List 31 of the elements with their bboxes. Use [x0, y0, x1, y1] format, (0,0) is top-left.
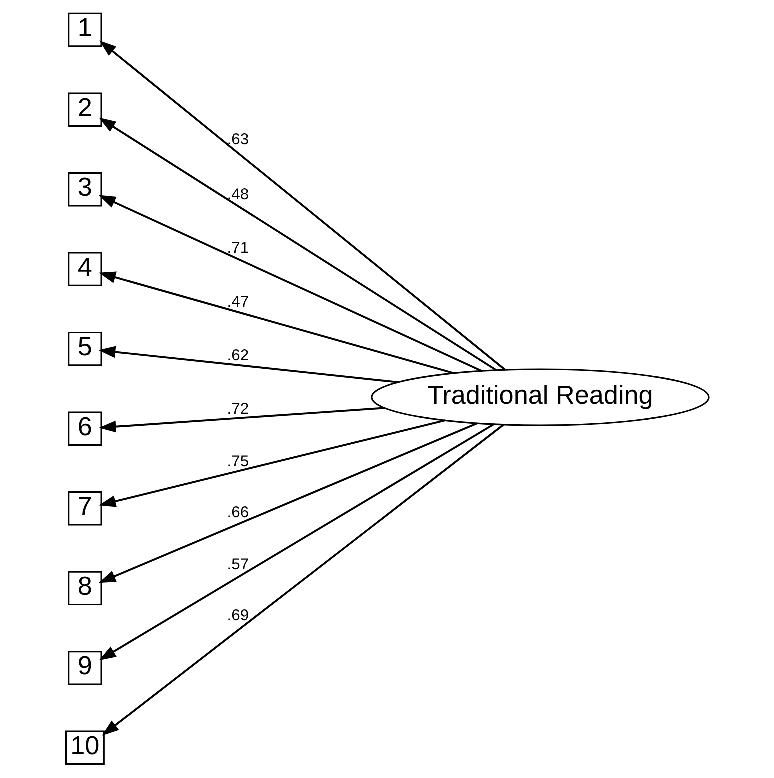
arrow	[98, 346, 398, 384]
arrow	[98, 420, 446, 508]
edge-label: .63	[226, 132, 249, 149]
arrow	[98, 422, 478, 584]
edge-label: .72	[226, 400, 249, 418]
node-box: 3	[68, 172, 102, 207]
arrow	[98, 118, 498, 372]
node-box: 4	[68, 252, 102, 286]
node-ellipse: Traditional Reading	[370, 368, 710, 426]
arrow	[98, 195, 482, 372]
arrow	[102, 424, 504, 736]
arrow	[98, 407, 384, 433]
node-box: 10	[64, 730, 104, 766]
edge-label: .47	[226, 294, 249, 311]
node-box: 5	[68, 332, 102, 366]
node-box: 2	[68, 92, 102, 127]
edge-label: .48	[226, 186, 249, 204]
edge-label: .66	[226, 504, 249, 522]
node-box: 8	[68, 571, 102, 606]
arrow	[99, 40, 506, 371]
edge-label: .69	[226, 608, 249, 625]
edge-label: .62	[226, 347, 249, 364]
arrow	[98, 272, 454, 374]
node-box: 1	[68, 12, 102, 48]
arrow	[98, 423, 495, 661]
node-box: 9	[68, 651, 102, 686]
edge-label: .57	[226, 556, 249, 574]
node-box: 7	[68, 492, 102, 526]
edge-label: .71	[226, 240, 249, 258]
edge-label: .75	[226, 453, 249, 470]
node-box: 6	[68, 412, 102, 446]
